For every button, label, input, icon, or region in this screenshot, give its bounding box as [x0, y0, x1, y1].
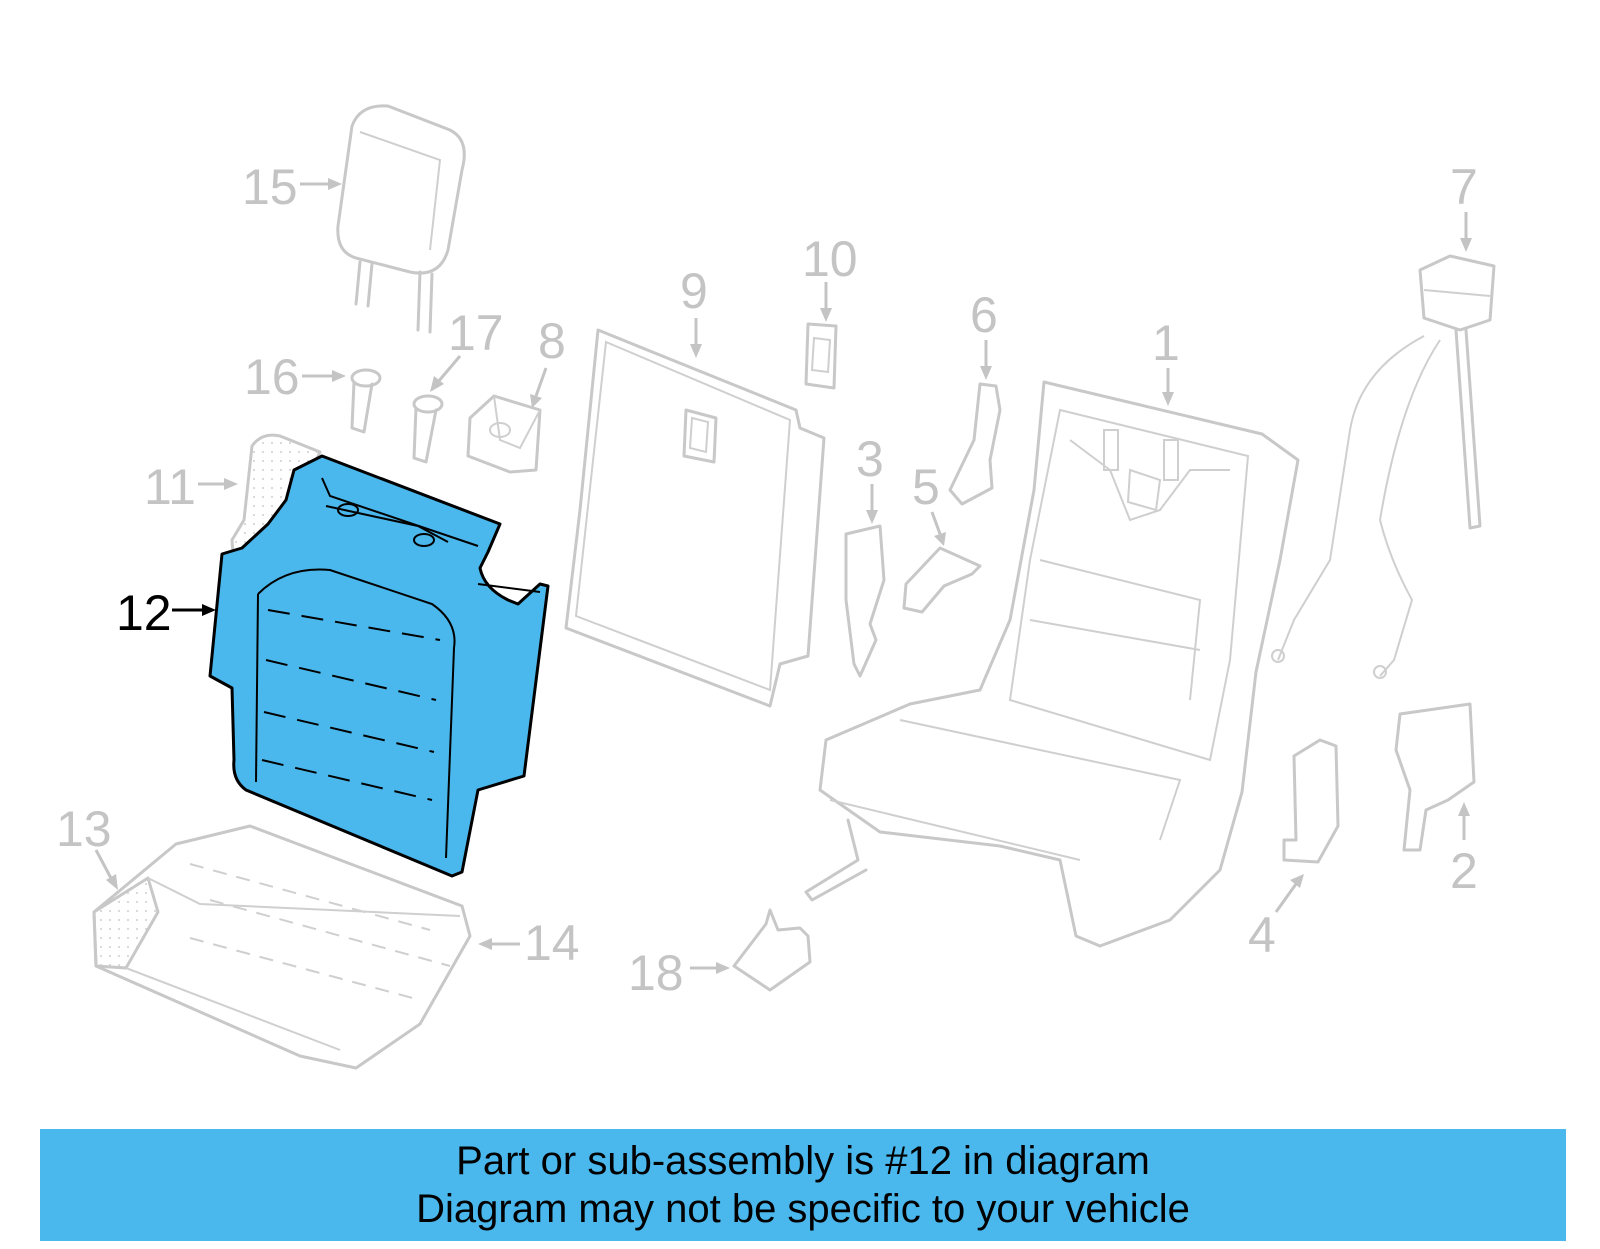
callout-14: 14: [524, 915, 580, 971]
callout-2: 2: [1450, 843, 1478, 899]
callout-6: 6: [970, 287, 998, 343]
part-2-bracket: [1394, 702, 1476, 852]
part-8-latch: [466, 394, 542, 474]
part-4-cover: [1282, 738, 1340, 864]
callout-10: 10: [802, 231, 858, 287]
callout-12: 12: [116, 585, 172, 641]
part-9-back-panel: [564, 328, 826, 708]
part-16-guide: [350, 368, 382, 434]
parts-diagram: 15 16 17 8 9 10 11 12 6 1 7 3 5 2 4 13 1…: [56, 104, 1496, 1070]
part-7-belt-retractor: [1271, 254, 1496, 679]
callout-3: 3: [856, 431, 884, 487]
callout-17: 17: [448, 305, 504, 361]
callout-18: 18: [628, 945, 684, 1001]
info-banner: Part or sub-assembly is #12 in diagram D…: [40, 1129, 1566, 1241]
part-13-14-seat-cushion: [92, 824, 472, 1070]
part-6-trim: [948, 382, 1002, 506]
callout-7: 7: [1450, 159, 1478, 215]
part-17-guide: [412, 394, 444, 464]
callout-9: 9: [680, 263, 708, 319]
part-1-seat-frame: [804, 380, 1300, 948]
leader-arrows: [94, 178, 1472, 974]
banner-line-1: Part or sub-assembly is #12 in diagram: [456, 1139, 1150, 1183]
callout-13: 13: [56, 801, 112, 857]
banner-line-2: Diagram may not be specific to your vehi…: [416, 1187, 1190, 1231]
part-10-clip: [804, 322, 838, 390]
part-3-buckle: [844, 524, 886, 678]
part-5-hinge-cover: [902, 546, 982, 614]
callout-11: 11: [144, 459, 196, 515]
part-15-headrest: [336, 104, 466, 334]
callout-1: 1: [1152, 315, 1180, 371]
part-18-bracket: [732, 908, 812, 992]
part-12-highlighted: [208, 454, 550, 878]
leader-arrow-12: [172, 604, 216, 616]
callout-4: 4: [1248, 907, 1276, 963]
callout-15: 15: [242, 159, 298, 215]
callout-5: 5: [912, 459, 940, 515]
callout-8: 8: [538, 313, 566, 369]
callout-16: 16: [244, 349, 300, 405]
